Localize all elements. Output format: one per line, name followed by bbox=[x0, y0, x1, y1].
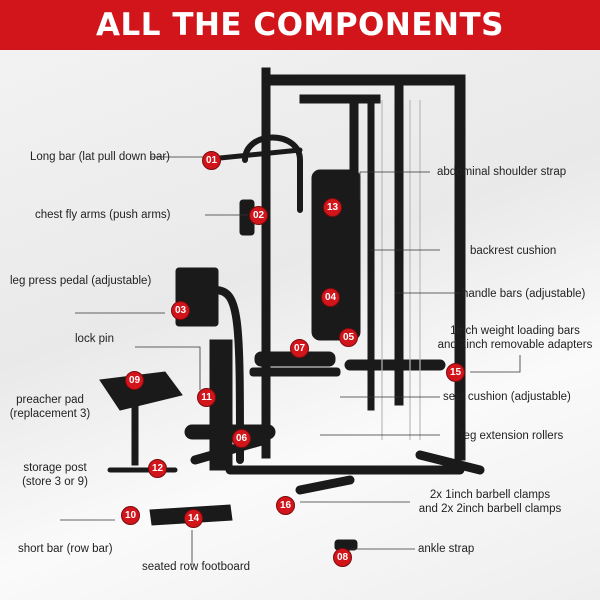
badge-09: 09 bbox=[125, 371, 144, 390]
badge-03: 03 bbox=[171, 301, 190, 320]
label-line: 2x 1inch barbell clamps bbox=[429, 489, 551, 501]
label-line: (replacement 3) bbox=[9, 408, 91, 420]
label-lock-pin: lock pin bbox=[75, 333, 114, 345]
label-barbell-clamps: 2x 1inch barbell clamps and 2x 2inch barb… bbox=[415, 488, 565, 516]
rear-upright bbox=[454, 74, 466, 461]
label-short-bar: short bar (row bar) bbox=[18, 543, 113, 555]
label-seat-cushion: seat cushion (adjustable) bbox=[443, 391, 571, 403]
label-handle-bars: handle bars (adjustable) bbox=[462, 288, 586, 300]
badge-16: 16 bbox=[276, 496, 295, 515]
label-long-bar: Long bar (lat pull down bar) bbox=[30, 151, 170, 163]
badge-05: 05 bbox=[339, 328, 358, 347]
main-upright bbox=[261, 67, 271, 459]
label-line: (store 3 or 9) bbox=[22, 476, 88, 488]
label-line: and 2x 2inch barbell clamps bbox=[418, 503, 562, 515]
badge-10: 10 bbox=[121, 506, 140, 525]
label-ankle-strap: ankle strap bbox=[418, 543, 475, 555]
page-title: ALL THE COMPONENTS bbox=[96, 7, 504, 43]
label-footboard: seated row footboard bbox=[142, 561, 251, 573]
label-line: 1inch weight loading bars bbox=[450, 325, 580, 337]
badge-11: 11 bbox=[197, 388, 216, 407]
label-backrest: backrest cushion bbox=[470, 245, 557, 257]
badge-02: 02 bbox=[249, 206, 268, 225]
label-line: preacher pad bbox=[16, 394, 84, 406]
label-preacher-pad: preacher pad (replacement 3) bbox=[5, 393, 95, 421]
label-line: and 2inch removable adapters bbox=[437, 339, 593, 351]
badge-08: 08 bbox=[333, 548, 352, 567]
badge-13: 13 bbox=[323, 198, 342, 217]
badge-06: 06 bbox=[232, 429, 251, 448]
badge-04: 04 bbox=[321, 288, 340, 307]
badge-14: 14 bbox=[184, 509, 203, 528]
label-leg-extension-rollers: leg extension rollers bbox=[461, 430, 564, 442]
backrest bbox=[311, 169, 361, 341]
label-chest-fly-arms: chest fly arms (push arms) bbox=[35, 209, 171, 221]
leader-lines bbox=[60, 156, 521, 565]
label-abdominal-strap: abdominal shoulder strap bbox=[437, 166, 567, 178]
top-beam bbox=[261, 74, 463, 86]
label-leg-press-pedal: leg press pedal (adjustable) bbox=[10, 275, 152, 287]
badge-01: 01 bbox=[202, 151, 221, 170]
header-banner: ALL THE COMPONENTS bbox=[0, 0, 600, 50]
badge-12: 12 bbox=[148, 459, 167, 478]
badge-07: 07 bbox=[290, 339, 309, 358]
label-storage-post: storage post (store 3 or 9) bbox=[5, 461, 105, 489]
badge-15: 15 bbox=[446, 363, 465, 382]
label-weight-loading-bars: 1inch weight loading bars and 2inch remov… bbox=[430, 324, 600, 352]
label-line: storage post bbox=[23, 462, 87, 474]
